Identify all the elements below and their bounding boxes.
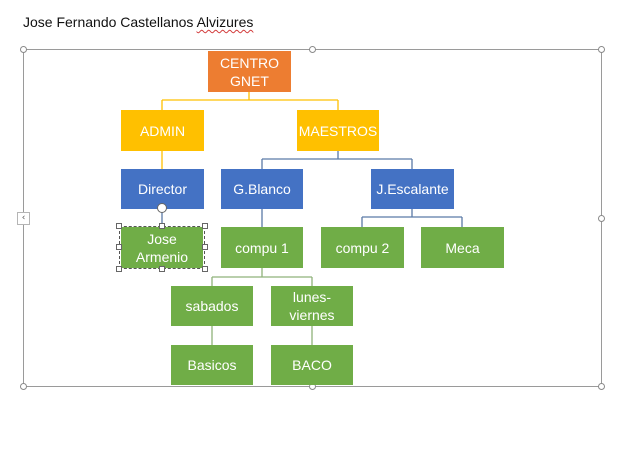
node-compu-2-label: compu 2 [335, 239, 390, 256]
rotate-handle-icon[interactable] [157, 203, 167, 213]
node-centro-gnet[interactable]: CENTRO GNET [208, 51, 291, 92]
text-pane-toggle-chevron-left-icon[interactable]: ‹ [17, 212, 30, 225]
selection-handle-top-left[interactable] [116, 223, 122, 229]
node-j-escalante-label: J.Escalante [376, 181, 449, 197]
node-baco-label: BACO [292, 357, 332, 373]
node-jose-armenio-label: Jose Armenio [135, 230, 189, 265]
node-g-blanco-label: G.Blanco [233, 181, 291, 197]
frame-handle-bottom-right[interactable] [598, 383, 605, 390]
node-director-label: Director [137, 181, 187, 197]
node-maestros-label: MAESTROS [298, 122, 378, 139]
selection-handle-bottom-right[interactable] [202, 266, 208, 272]
node-meca-label: Meca [445, 239, 480, 256]
node-compu-1[interactable]: compu 1 [221, 227, 303, 268]
frame-handle-top-left[interactable] [20, 46, 27, 53]
node-compu-2[interactable]: compu 2 [321, 227, 404, 268]
selection-handle-middle-right[interactable] [202, 244, 208, 250]
selection-handle-bottom-left[interactable] [116, 266, 122, 272]
node-sabados-label: sabados [185, 298, 239, 314]
author-surname-spellcheck-flagged[interactable]: Alvizures [196, 14, 254, 30]
frame-handle-top-right[interactable] [598, 46, 605, 53]
author-name-text: Jose Fernando Castellanos [23, 14, 197, 30]
node-g-blanco[interactable]: G.Blanco [221, 169, 303, 209]
node-centro-gnet-label: CENTRO GNET [219, 54, 280, 89]
document-author-line[interactable]: Jose Fernando Castellanos Alvizures [23, 14, 253, 30]
connector-centro-to-level2 [161, 92, 339, 110]
selection-handle-bottom-center[interactable] [159, 266, 165, 272]
selection-handle-middle-left[interactable] [116, 244, 122, 250]
connector-jescalante-to-children [361, 209, 463, 227]
node-maestros[interactable]: MAESTROS [297, 110, 379, 151]
node-jose-armenio[interactable]: Jose Armenio [121, 227, 203, 268]
node-meca[interactable]: Meca [421, 227, 504, 268]
frame-handle-bottom-left[interactable] [20, 383, 27, 390]
node-director[interactable]: Director [121, 169, 204, 209]
connector-maestros-to-teachers [261, 151, 413, 169]
node-admin[interactable]: ADMIN [121, 110, 204, 151]
node-baco[interactable]: BACO [271, 345, 353, 385]
connector-compu1-to-schedules [211, 268, 313, 286]
node-compu-1-label: compu 1 [235, 239, 289, 256]
node-basicos-label: Basicos [187, 357, 237, 373]
selection-handle-top-center[interactable] [159, 223, 165, 229]
node-basicos[interactable]: Basicos [171, 345, 253, 385]
frame-handle-top-center[interactable] [309, 46, 316, 53]
node-j-escalante[interactable]: J.Escalante [371, 169, 454, 209]
node-sabados[interactable]: sabados [171, 286, 253, 326]
node-lunes-viernes[interactable]: lunes- viernes [271, 286, 353, 326]
frame-handle-middle-right[interactable] [598, 215, 605, 222]
selection-handle-top-right[interactable] [202, 223, 208, 229]
node-lunes-viernes-label: lunes- viernes [289, 289, 335, 323]
node-admin-label: ADMIN [139, 122, 186, 139]
